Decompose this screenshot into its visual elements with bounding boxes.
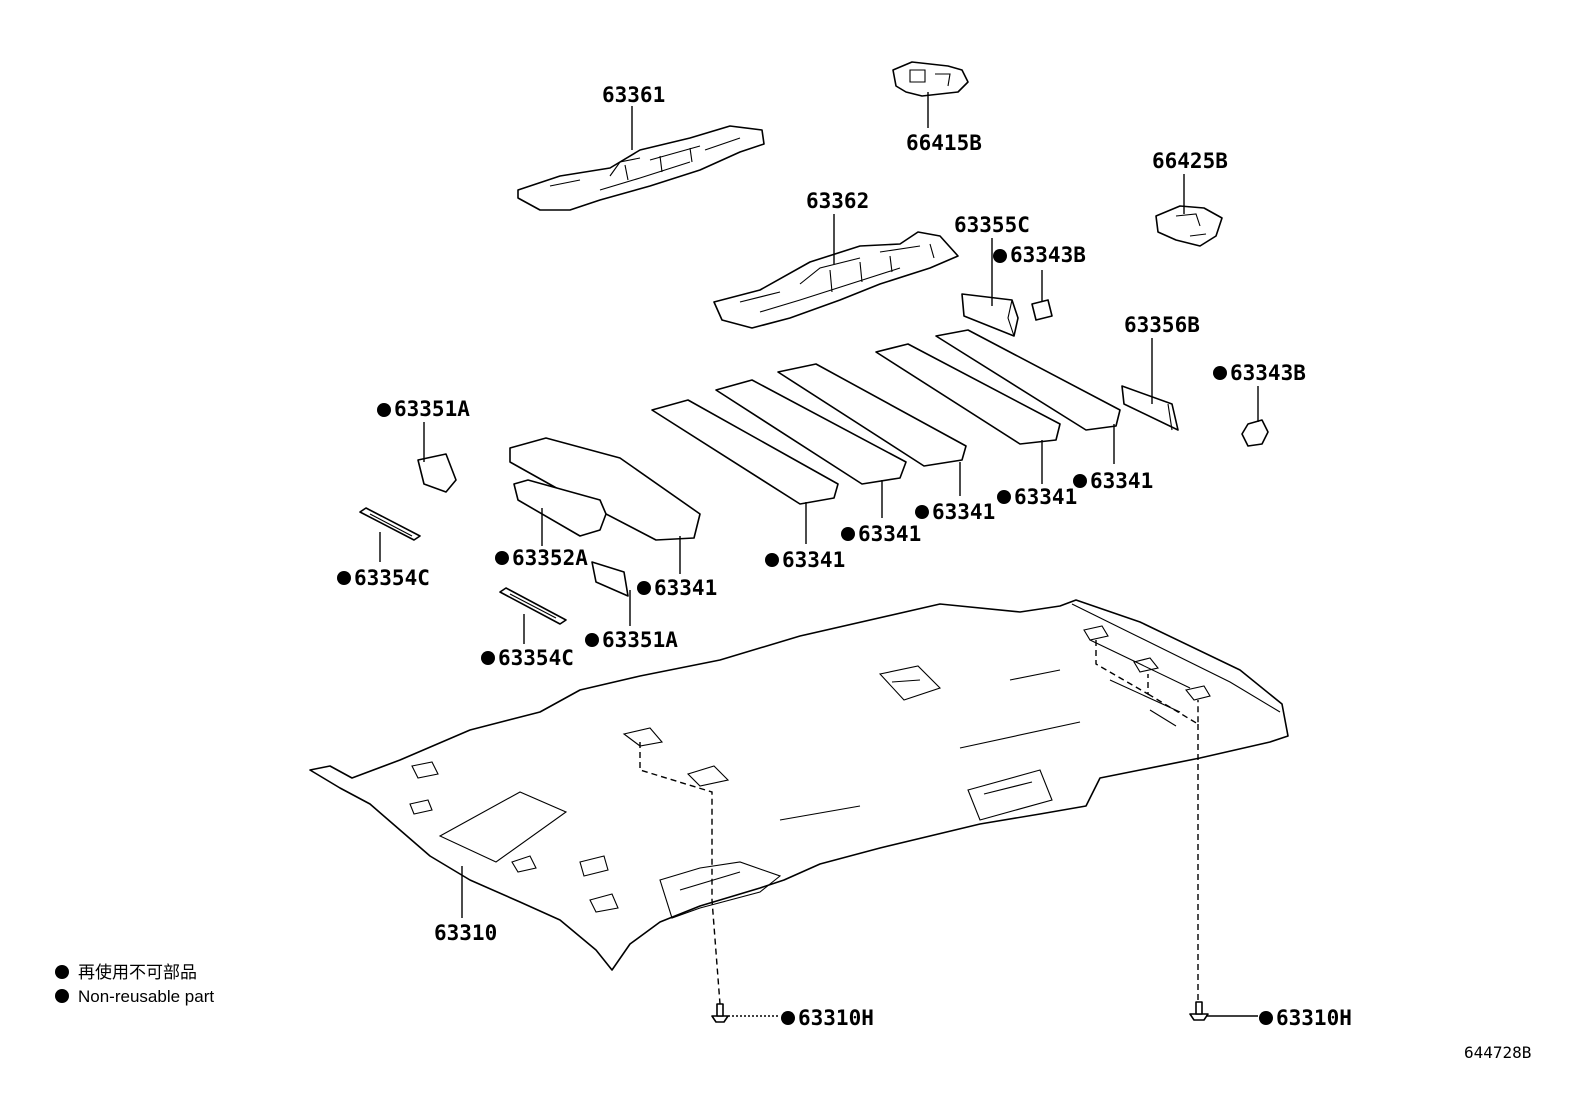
headliner-63310-shape <box>309 599 1289 971</box>
label-63310h-left: 63310H <box>798 1006 874 1030</box>
absorber-pads <box>509 329 1121 541</box>
clip-63310h-left-shape <box>711 1003 729 1023</box>
pad-1 <box>509 437 701 541</box>
label-66425b: 66425B <box>1152 149 1228 173</box>
part-63352a-shape <box>513 479 607 537</box>
pad-6 <box>935 329 1121 431</box>
leader-lines <box>379 92 1259 1017</box>
pad-3 <box>715 379 907 485</box>
part-63356b-shape <box>1121 385 1179 431</box>
label-63356b: 63356B <box>1124 313 1200 337</box>
label-63362: 63362 <box>806 189 869 213</box>
part-63343b-top-shape <box>1031 299 1053 321</box>
figure-number: 644728B <box>1464 1043 1531 1062</box>
legend-en: Non-reusable part <box>78 987 214 1006</box>
label-63341-6: 63341 <box>1090 469 1153 493</box>
label-63354c-left: 63354C <box>354 566 430 590</box>
part-63351a-lower-shape <box>591 561 629 597</box>
pad-2 <box>651 399 839 505</box>
part-63355c-shape <box>961 293 1019 337</box>
label-63355c: 63355C <box>954 213 1030 237</box>
label-63343b-right: 63343B <box>1230 361 1306 385</box>
part-63351a-left-shape <box>417 453 457 493</box>
legend: 再使用不可部品 Non-reusable part <box>55 962 214 1006</box>
label-63341-1: 63341 <box>654 576 717 600</box>
label-63341-5: 63341 <box>1014 485 1077 509</box>
part-63361-shape <box>517 125 765 211</box>
part-63362-shape <box>713 231 959 329</box>
label-63341-3: 63341 <box>858 522 921 546</box>
non-reusable-markers <box>337 249 1273 1025</box>
label-63310h-right: 63310H <box>1276 1006 1352 1030</box>
legend-bullet-jp <box>55 965 69 979</box>
part-66425b-shape <box>1155 205 1223 247</box>
label-63343b-top: 63343B <box>1010 243 1086 267</box>
pad-4 <box>777 363 967 467</box>
legend-bullet-en <box>55 989 69 1003</box>
label-63351a-left: 63351A <box>394 397 470 421</box>
part-66415b-shape <box>892 61 969 97</box>
part-63354c-lower-shape <box>499 587 567 625</box>
label-63351a-lower: 63351A <box>602 628 678 652</box>
label-63354c-lower: 63354C <box>498 646 574 670</box>
fastener-dashed-lines <box>639 640 1199 1005</box>
label-66415b: 66415B <box>906 131 982 155</box>
label-63341-2: 63341 <box>782 548 845 572</box>
pad-5 <box>875 343 1061 445</box>
label-63352a: 63352A <box>512 546 588 570</box>
label-63341-4: 63341 <box>932 500 995 524</box>
label-63361: 63361 <box>602 83 665 107</box>
part-63354c-left-shape <box>359 507 421 541</box>
label-63310: 63310 <box>434 921 497 945</box>
clip-63310h-right-shape <box>1189 1001 1209 1021</box>
legend-jp: 再使用不可部品 <box>78 962 197 982</box>
part-63343b-right-shape <box>1241 419 1269 447</box>
